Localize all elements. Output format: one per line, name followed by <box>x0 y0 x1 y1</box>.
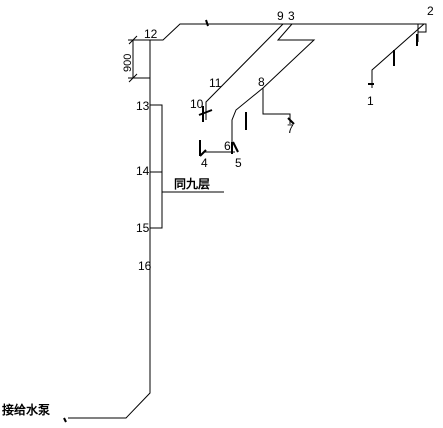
dimension-tick-top <box>128 35 138 45</box>
node-label-1: 1 <box>367 94 374 108</box>
node-label-11: 11 <box>209 76 222 90</box>
note-same-as-ninth-floor: 同九层 <box>174 176 210 191</box>
node-label-14: 14 <box>136 164 150 178</box>
node-label-8: 8 <box>258 75 265 89</box>
node-label-9: 9 <box>277 9 284 23</box>
valve-4b <box>199 149 207 157</box>
branch-3-to-8 <box>231 23 316 144</box>
node-label-16: 16 <box>138 259 152 273</box>
dimension-tick-bottom <box>128 73 138 83</box>
note-connect-pump: 接给水泵 <box>2 402 50 417</box>
valve-7 <box>287 117 295 125</box>
branch-8-to-7 <box>262 88 291 124</box>
node-label-12: 12 <box>144 27 158 41</box>
branch-9-to-10 <box>205 23 284 120</box>
node-label-13: 13 <box>136 99 150 113</box>
node-label-10: 10 <box>190 97 204 111</box>
floor-bracket <box>150 104 163 229</box>
node-label-5: 5 <box>235 156 242 170</box>
right-branch <box>371 23 425 88</box>
dimension-text: 900 <box>122 54 134 72</box>
node-label-7: 7 <box>287 122 294 136</box>
node-label-15: 15 <box>136 221 150 235</box>
valve-10b <box>198 109 213 116</box>
pump-end-mark <box>63 417 67 423</box>
node-label-4: 4 <box>201 156 208 170</box>
node-label-3: 3 <box>288 9 295 23</box>
node-label-6: 6 <box>224 139 231 153</box>
node-label-2: 2 <box>427 4 434 18</box>
header-valve-mark <box>205 19 209 27</box>
valve-5 <box>232 141 239 153</box>
